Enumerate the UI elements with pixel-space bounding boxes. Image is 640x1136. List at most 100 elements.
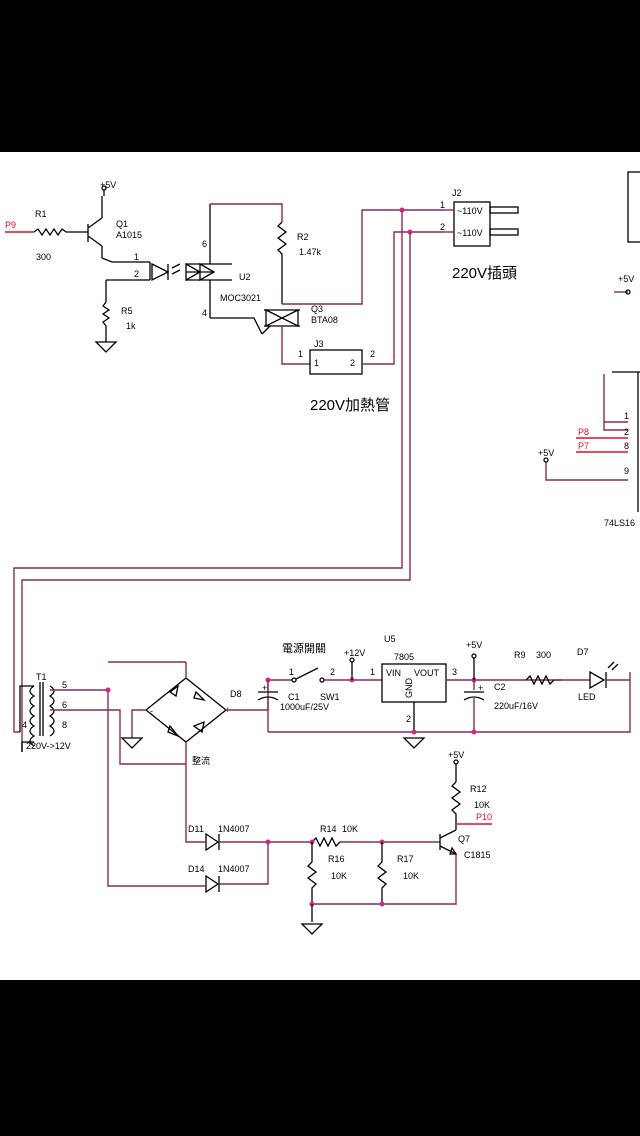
svg-text:T1: T1: [36, 672, 47, 682]
r12-resistor: +5V R12 10K: [448, 750, 490, 830]
svg-text:1: 1: [314, 358, 319, 368]
svg-text:2: 2: [406, 714, 411, 724]
svg-text:C1815: C1815: [464, 850, 491, 860]
svg-text:1N4007: 1N4007: [218, 864, 250, 874]
svg-text:+5V: +5V: [466, 640, 482, 650]
svg-text:1: 1: [289, 667, 294, 677]
svg-text:VOUT: VOUT: [414, 668, 440, 678]
svg-text:整流: 整流: [192, 755, 210, 766]
j3-connector: J3 1 2 1 2 220V加熱管: [298, 339, 390, 414]
svg-text:220uF/16V: 220uF/16V: [494, 701, 538, 711]
svg-text:~110V: ~110V: [457, 206, 483, 216]
svg-text:9: 9: [624, 466, 629, 476]
j2-connector: J2 1 2 ~110V ~110V 220V插頭: [440, 188, 519, 282]
svg-text:1k: 1k: [126, 321, 136, 331]
svg-text:2: 2: [350, 358, 355, 368]
net-label-12v: +12V: [344, 648, 365, 658]
svg-text:6: 6: [202, 239, 207, 249]
c2-capacitor: + C2 220uF/16V: [463, 680, 538, 732]
svg-text:C2: C2: [494, 682, 506, 692]
c1-capacitor: + C1 1000uF/25V: [257, 680, 329, 732]
net-label-p7: P7: [578, 441, 589, 451]
d7-led: D7 LED: [577, 647, 619, 702]
svg-text:D8: D8: [230, 689, 242, 699]
svg-text:2: 2: [134, 269, 139, 279]
svg-text:~110V: ~110V: [457, 228, 483, 238]
svg-text:+5V: +5V: [538, 448, 554, 458]
svg-text:BTA08: BTA08: [311, 315, 338, 325]
svg-text:1000uF/25V: 1000uF/25V: [280, 702, 329, 712]
svg-text:Q1: Q1: [116, 219, 128, 229]
chip-74ls16: +5V 1 2 P8 P7 8 +5V 9 74LS16: [538, 171, 640, 528]
svg-text:D14: D14: [188, 864, 205, 874]
svg-text:10K: 10K: [331, 871, 347, 881]
svg-text:300: 300: [536, 650, 551, 660]
svg-text:220V插頭: 220V插頭: [452, 265, 517, 282]
schematic-sheet: R1 300 P9 Q1 A1015 +5V R5 1k 1 2: [0, 152, 640, 980]
net-label-p8: P8: [578, 427, 589, 437]
svg-text:J3: J3: [314, 339, 324, 349]
svg-text:1: 1: [298, 349, 303, 359]
svg-text:+5V: +5V: [100, 180, 116, 190]
r1-resistor: R1 300: [5, 209, 88, 262]
svg-text:VIN: VIN: [386, 668, 401, 678]
d11-diode: D11 1N4007: [188, 824, 250, 852]
svg-text:+5V: +5V: [618, 274, 634, 284]
svg-text:4: 4: [202, 308, 207, 318]
svg-text:1: 1: [134, 252, 139, 262]
svg-text:1N4007: 1N4007: [218, 824, 250, 834]
svg-text:Q3: Q3: [311, 304, 323, 314]
svg-text:R9: R9: [514, 650, 526, 660]
svg-text:Q7: Q7: [458, 834, 470, 844]
svg-text:+: +: [262, 683, 267, 693]
q3-triac: Q3 BTA08: [210, 304, 338, 335]
svg-text:300: 300: [36, 252, 51, 262]
r2-resistor: R2 1.47k: [276, 221, 322, 304]
svg-text:1.47k: 1.47k: [299, 247, 322, 257]
r17-resistor: R17 10K: [376, 842, 419, 904]
svg-text:2: 2: [330, 667, 335, 677]
t1-transformer: T1 4 5 6 8 220V->12V: [19, 672, 71, 752]
svg-text:R5: R5: [121, 306, 133, 316]
svg-text:3: 3: [452, 667, 457, 677]
d14-diode: D14 1N4007: [188, 864, 250, 894]
q7-transistor: Q7 C1815: [439, 829, 491, 860]
svg-text:1: 1: [370, 667, 375, 677]
svg-text:LED: LED: [578, 692, 596, 702]
svg-text:220V->12V: 220V->12V: [26, 741, 71, 751]
svg-text:D7: D7: [577, 647, 589, 657]
svg-text:-: -: [150, 706, 153, 716]
svg-text:2: 2: [440, 222, 445, 232]
net-label-p9: P9: [5, 220, 16, 230]
svg-text:MOC3021: MOC3021: [220, 293, 261, 303]
svg-text:電源開關: 電源開關: [282, 641, 326, 655]
svg-text:10K: 10K: [474, 800, 490, 810]
svg-text:74LS16: 74LS16: [604, 518, 635, 528]
svg-text:2: 2: [624, 427, 629, 437]
r14-resistor: R14 10K: [311, 824, 358, 848]
d8-bridge-rectifier: D8 整流 + -: [108, 661, 242, 766]
q1-transistor: Q1 A1015 +5V: [87, 180, 142, 263]
svg-text:R14: R14: [320, 824, 337, 834]
svg-text:R1: R1: [35, 209, 47, 219]
svg-text:220V加熱管: 220V加熱管: [310, 397, 390, 414]
svg-text:2: 2: [370, 349, 375, 359]
svg-text:U2: U2: [239, 272, 251, 282]
r16-resistor: R16 10K: [306, 842, 347, 904]
svg-text:GND: GND: [404, 678, 414, 699]
svg-text:A1015: A1015: [116, 230, 142, 240]
u5-regulator: U5 7805 VIN VOUT GND 1 3 2: [370, 634, 457, 749]
svg-text:R2: R2: [297, 232, 309, 242]
svg-text:4: 4: [22, 720, 27, 730]
svg-text:U5: U5: [384, 634, 396, 644]
sw1-switch: 電源開關 1 2 SW1: [282, 641, 340, 702]
svg-text:C1: C1: [288, 692, 300, 702]
svg-text:6: 6: [62, 700, 67, 710]
svg-text:J2: J2: [452, 188, 462, 198]
svg-text:10K: 10K: [342, 824, 358, 834]
r9-resistor: R9 300: [514, 650, 555, 686]
svg-text:SW1: SW1: [320, 692, 340, 702]
svg-text:7805: 7805: [394, 652, 414, 662]
svg-text:8: 8: [624, 441, 629, 451]
